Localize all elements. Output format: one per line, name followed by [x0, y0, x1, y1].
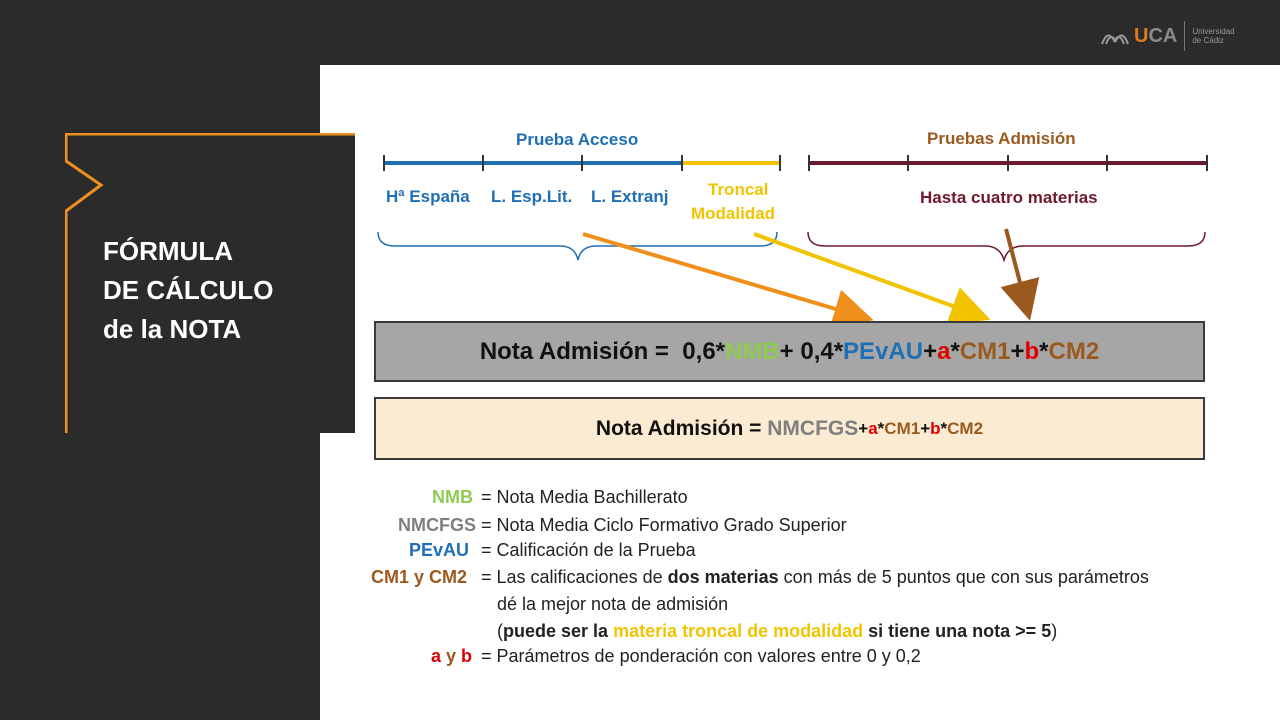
legend-key-nmb: NMB: [432, 487, 473, 507]
legend-key-pevau: PEvAU: [409, 540, 470, 560]
acceso-brace: [377, 231, 778, 261]
legend-text-nmcfgs: = Nota Media Ciclo Formativo Grado Super…: [481, 515, 847, 535]
wings-icon: [1101, 34, 1129, 45]
segment-extranjera: L. Extranj: [591, 187, 669, 206]
acceso-ticks: [383, 155, 781, 171]
legend-text-cm-line3: (puede ser la materia troncal de modalid…: [497, 621, 1058, 641]
formula-ciclo-formativo: Nota Admisión = NMCFGS +a*CM1+b*CM2: [374, 397, 1205, 460]
legend-text-cm: = Las calificaciones de dos materias con…: [481, 567, 1149, 587]
legend-text-nmb: = Nota Media Bachillerato: [481, 487, 688, 507]
segment-lengua: L. Esp.Lit.: [491, 187, 573, 206]
arrow-materias: [1000, 228, 1040, 321]
pruebas-admision-label: Pruebas Admisión: [927, 129, 1076, 148]
slide-title: FÓRMULA DE CÁLCULO de la NOTA: [103, 236, 274, 344]
admision-brace: [807, 231, 1206, 263]
legend-text-ab: = Parámetros de ponderación con valores …: [481, 646, 921, 666]
segment-troncal-2: Modalidad: [691, 204, 776, 223]
legend-key-nmcfgs: NMCFGS: [398, 515, 476, 535]
legend-text-cm-line2: dé la mejor nota de admisión: [497, 594, 729, 614]
content-area: [320, 65, 1280, 720]
prueba-acceso-label: Prueba Acceso: [516, 130, 639, 149]
logo-wordmark: UCA: [1134, 24, 1178, 47]
segment-historia: Hª España: [386, 187, 470, 206]
arrow-acceso: [582, 232, 874, 329]
formula-bachillerato: Nota Admisión = 0,6*NMB + 0,4*PEvAU +a*C…: [374, 321, 1205, 382]
legend-text-pevau: = Calificación de la Prueba: [481, 540, 696, 560]
admision-ticks: [808, 155, 1208, 171]
arrow-troncal: [753, 232, 991, 325]
title-frame: [65, 133, 355, 433]
logo-divider: [1184, 21, 1186, 51]
legend-key-cm: CM1 y CM2: [371, 567, 468, 587]
hasta-cuatro-label: Hasta cuatro materias: [920, 188, 1098, 207]
legend-key-ab: a y b: [431, 646, 473, 666]
segment-troncal-1: Troncal: [708, 180, 769, 199]
